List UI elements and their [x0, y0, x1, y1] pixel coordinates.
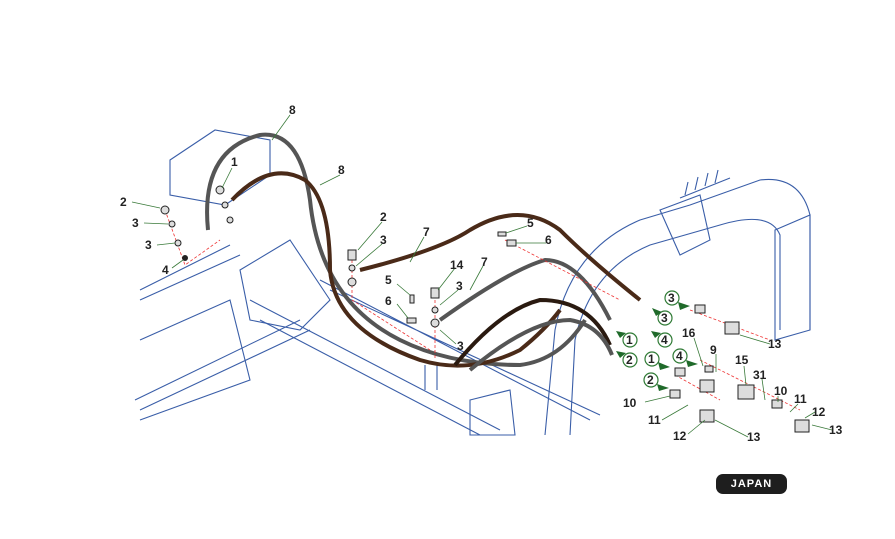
hose-8-gray [205, 132, 587, 368]
svg-text:4: 4 [661, 333, 668, 347]
svg-text:2: 2 [647, 373, 654, 387]
callout-2: 2 [120, 195, 127, 209]
port-marker-4: 4 [651, 331, 673, 348]
callout-13: 13 [768, 337, 782, 351]
callout-14: 14 [450, 258, 464, 272]
svg-text:4: 4 [676, 349, 683, 363]
callout-12: 12 [812, 405, 826, 419]
callout-4: 4 [162, 263, 169, 277]
svg-text:1: 1 [648, 352, 655, 366]
callout-3: 3 [132, 216, 139, 230]
svg-text:2: 2 [626, 353, 633, 367]
port-marker-1: 1 [616, 331, 638, 348]
svg-text:1: 1 [626, 333, 633, 347]
callout-10: 10 [623, 396, 637, 410]
callout-13: 13 [747, 430, 761, 444]
hose-7-gray [438, 257, 612, 322]
implement-frame [134, 129, 811, 436]
callout-12: 12 [673, 429, 687, 443]
callout-5: 5 [527, 216, 534, 230]
hose-8-brown [230, 171, 562, 368]
hose-black [453, 297, 612, 367]
callout-8: 8 [338, 163, 345, 177]
callouts: 8 1 8 2 3 3 4 2 3 7 5 6 14 7 5 3 6 3 13 … [120, 103, 843, 444]
callout-2: 2 [380, 210, 387, 224]
port-marker-3: 3 [652, 308, 673, 326]
callout-31: 31 [753, 368, 767, 382]
callout-9: 9 [710, 343, 717, 357]
port-marker-4: 4 [672, 348, 698, 367]
callout-5: 5 [385, 273, 392, 287]
hose-gray-lower [468, 317, 614, 372]
region-badge: JAPAN [716, 474, 787, 494]
callout-10: 10 [774, 384, 788, 398]
callout-3: 3 [456, 279, 463, 293]
port-marker-1: 1 [644, 351, 670, 370]
callout-7: 7 [423, 225, 430, 239]
callout-3: 3 [457, 339, 464, 353]
callout-3: 3 [145, 238, 152, 252]
port-marker-2: 2 [643, 372, 669, 391]
callout-11: 11 [648, 413, 661, 427]
svg-text:3: 3 [668, 291, 675, 305]
port-marker-3: 3 [664, 290, 690, 310]
hoses [205, 132, 642, 372]
callout-16: 16 [682, 326, 696, 340]
callout-7: 7 [481, 255, 488, 269]
callout-11: 11 [794, 392, 807, 406]
callout-15: 15 [735, 353, 749, 367]
callout-1: 1 [231, 155, 238, 169]
callout-6: 6 [545, 233, 552, 247]
callout-13: 13 [829, 423, 843, 437]
leader-lines [131, 114, 833, 438]
hose-7-brown [359, 213, 642, 302]
svg-text:3: 3 [661, 311, 668, 325]
fittings [160, 185, 810, 433]
callout-8: 8 [289, 103, 296, 117]
port-marker-2: 2 [616, 351, 638, 368]
port-markers: 3 3 1 4 2 1 4 2 [616, 290, 698, 391]
callout-3: 3 [380, 233, 387, 247]
callout-6: 6 [385, 294, 392, 308]
